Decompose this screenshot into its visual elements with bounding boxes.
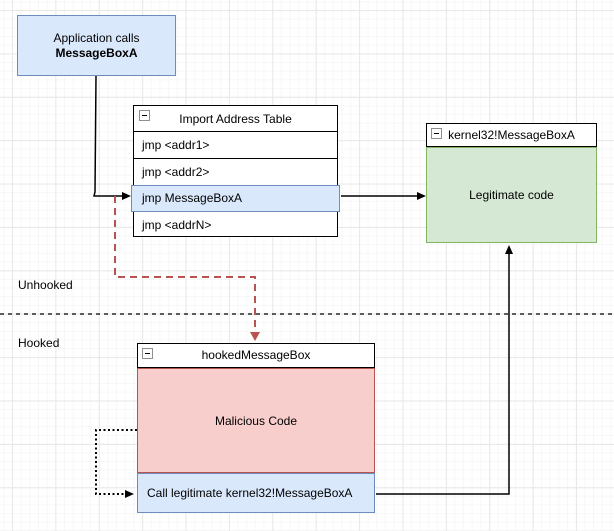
collapse-minus-icon[interactable]	[431, 128, 442, 139]
application-calls-line2: MessageBoxA	[55, 45, 138, 60]
iat-row-addr1: jmp <addr1>	[134, 132, 337, 159]
hooked-label: Hooked	[18, 336, 60, 350]
legitimate-code-box: Legitimate code	[426, 147, 597, 243]
arrow-iat-to-legitimate-code	[341, 192, 426, 200]
unhooked-label: Unhooked	[18, 278, 73, 292]
iat-row-addr2: jmp <addr2>	[134, 159, 337, 186]
legitimate-code-label: Legitimate code	[469, 188, 554, 202]
arrow-malicious-to-call-dotted	[95, 429, 137, 498]
import-address-table-title: Import Address Table	[134, 106, 337, 132]
call-legitimate-row: Call legitimate kernel32!MessageBoxA	[137, 473, 375, 513]
kernel32-messageboxa-title-box: kernel32!MessageBoxA	[426, 123, 597, 147]
collapse-minus-icon[interactable]	[139, 110, 150, 121]
iat-row-messageboxa-highlighted: jmp MessageBoxA	[131, 185, 340, 212]
malicious-code-box: Malicious Code	[137, 368, 375, 473]
malicious-code-label: Malicious Code	[214, 413, 298, 428]
import-address-table-box: Import Address Table jmp <addr1> jmp <ad…	[133, 105, 338, 237]
iat-row-addrN: jmp <addrN>	[142, 218, 212, 232]
collapse-minus-icon[interactable]	[142, 348, 153, 359]
application-calls-line1: Application calls	[53, 30, 140, 45]
hooked-messagebox-title-box: hookedMessageBox	[137, 343, 375, 368]
arrow-app-to-iat	[93, 75, 131, 200]
application-calls-box: Application calls MessageBoxA	[17, 15, 176, 76]
arrow-call-to-legitimate-code	[376, 245, 513, 495]
